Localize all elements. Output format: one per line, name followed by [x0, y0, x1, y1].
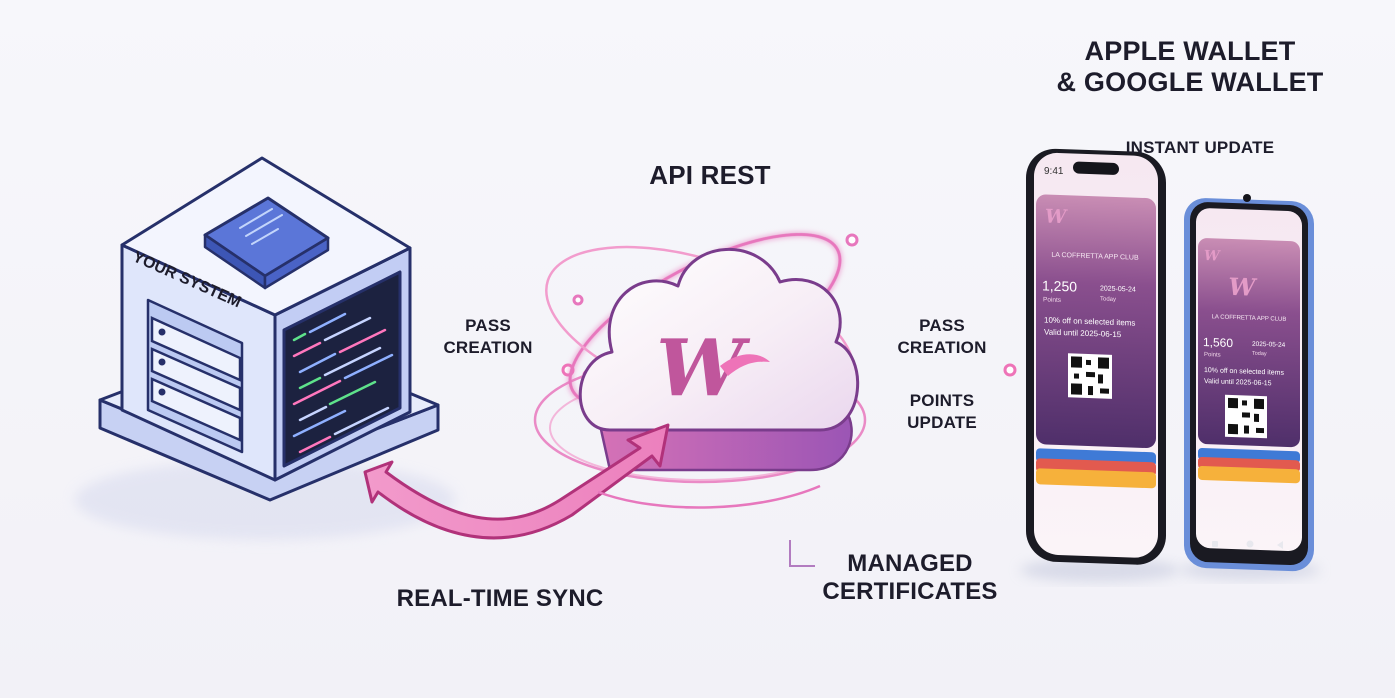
iphone-pass-date: 2025-05-24 — [1100, 285, 1136, 293]
android-pass-points-value: 1,560 — [1203, 335, 1233, 350]
points-update-line1: POINTS — [872, 390, 1012, 412]
pass-creation-right-label: PASS CREATION — [872, 315, 1012, 359]
iphone-status-time: 9:41 — [1044, 166, 1064, 177]
pass-creation-left-label: PASS CREATION — [418, 315, 558, 359]
wallets-title: APPLE WALLET & GOOGLE WALLET — [1030, 36, 1350, 98]
wallets-title-line1: APPLE WALLET — [1030, 36, 1350, 67]
pass-creation-right-line2: CREATION — [872, 337, 1012, 359]
wallets-title-line2: & GOOGLE WALLET — [1030, 67, 1350, 98]
iphone-device: 9:41 W LA COFFRETTA APP CLUB 1,250 Point… — [1020, 148, 1180, 582]
pass-creation-left-line1: PASS — [418, 315, 558, 337]
iphone-pass-points-unit: Points — [1043, 296, 1062, 304]
android-pass-card: W W LA COFFRETTA APP CLUB 1,560 Points 2… — [1198, 238, 1300, 448]
api-rest-label: API REST — [610, 160, 810, 191]
iphone-pass-date-caption: Today — [1100, 296, 1116, 303]
iphone-qr-code — [1068, 353, 1112, 399]
android-stacked-cards — [1198, 448, 1300, 484]
android-pass-logo-large: W — [1229, 272, 1258, 302]
flow-line-left — [412, 365, 573, 375]
pass-creation-right-line1: PASS — [872, 315, 1012, 337]
points-update-label: POINTS UPDATE — [872, 390, 1012, 434]
android-pass-points-unit: Points — [1204, 352, 1221, 359]
iphone-pass-card: W LA COFFRETTA APP CLUB 1,250 Points 202… — [1036, 194, 1156, 448]
android-qr-code — [1225, 395, 1267, 438]
android-pass-logo: W — [1204, 248, 1221, 265]
pass-creation-left-line2: CREATION — [418, 337, 558, 359]
android-pass-date: 2025-05-24 — [1252, 341, 1286, 349]
iphone-stacked-cards — [1036, 448, 1156, 488]
managed-certificates-line1: MANAGED — [790, 550, 1030, 578]
managed-certificates-line2: CERTIFICATES — [790, 578, 1030, 606]
android-pass-date-caption: Today — [1252, 351, 1267, 358]
managed-certificates-label: MANAGED CERTIFICATES — [790, 550, 1030, 606]
points-update-line2: UPDATE — [872, 412, 1012, 434]
flow-line-right — [838, 365, 1015, 375]
android-device: W W LA COFFRETTA APP CLUB 1,560 Points 2… — [1180, 194, 1320, 580]
real-time-sync-label: REAL-TIME SYNC — [360, 585, 640, 613]
iphone-pass-logo: W — [1045, 205, 1068, 228]
instant-update-label: INSTANT UPDATE — [1100, 137, 1300, 159]
iphone-pass-points-value: 1,250 — [1042, 277, 1077, 294]
